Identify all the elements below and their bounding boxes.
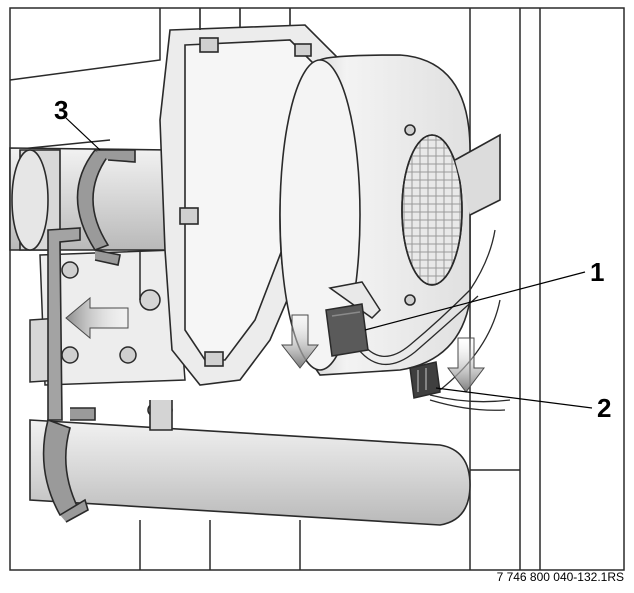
down-arrow-sensor	[447, 337, 485, 393]
figure-code: 7 746 800 040-132.1RS	[496, 570, 624, 584]
pipe-clip	[42, 149, 136, 523]
leader-line-2	[435, 387, 593, 409]
cables	[354, 229, 511, 411]
direction-arrows	[65, 296, 485, 393]
callout-3: 3	[54, 95, 69, 125]
lower-pipe	[29, 400, 471, 526]
left-arrow	[65, 296, 129, 340]
down-arrow-fan	[280, 314, 320, 369]
sensor-connector	[409, 361, 441, 399]
leader-line-3	[65, 117, 101, 151]
leader-lines	[65, 117, 593, 409]
callout-2: 2	[597, 393, 612, 423]
fan-connector	[325, 281, 381, 357]
callout-1: 1	[590, 257, 605, 287]
leader-line-1	[364, 271, 586, 331]
